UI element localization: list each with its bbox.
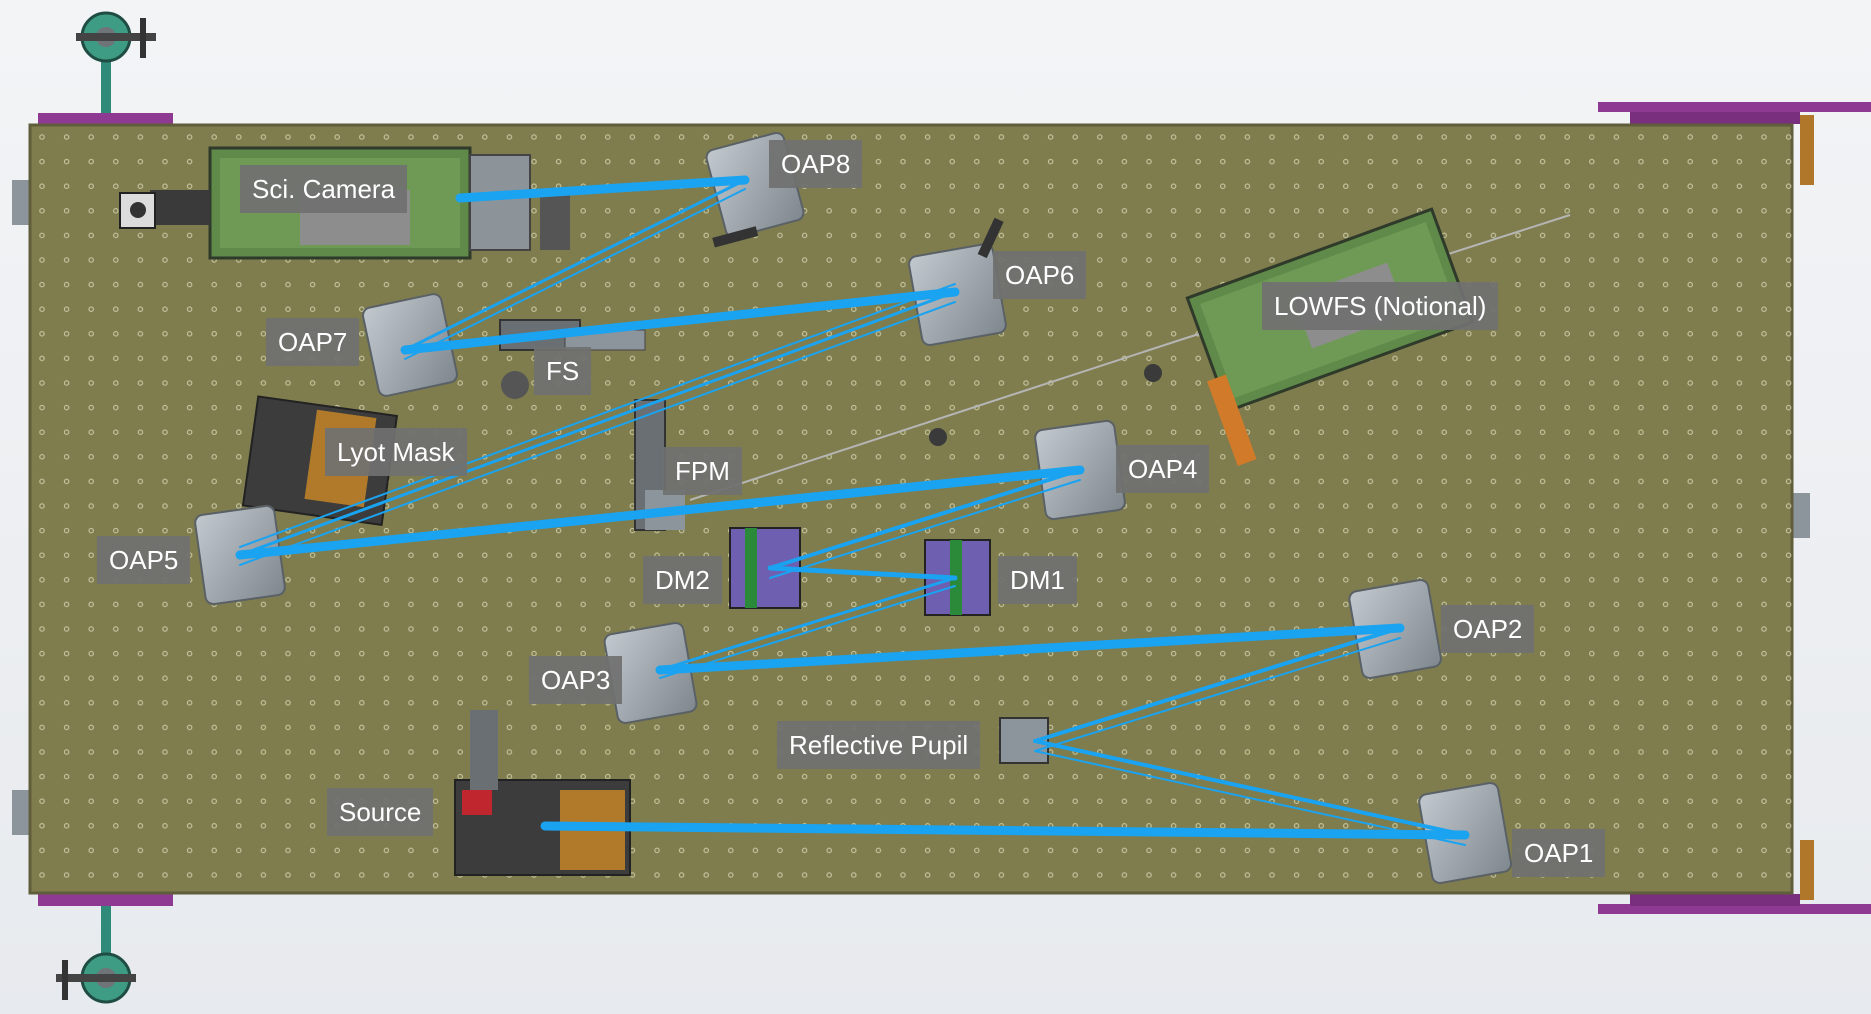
label-oap7: OAP7 <box>266 318 360 366</box>
label-oap2: OAP2 <box>1441 605 1535 653</box>
label-fpm: FPM <box>663 447 742 495</box>
rail-top-left <box>38 113 173 125</box>
rail-top-right <box>1598 102 1871 112</box>
label-oap8: OAP8 <box>769 140 863 188</box>
beam-path <box>235 175 1470 846</box>
post-bottom-left <box>56 895 136 1004</box>
label-oap4: OAP4 <box>1116 445 1210 493</box>
label-dm1: DM1 <box>998 556 1077 604</box>
label-dm2: DM2 <box>643 556 722 604</box>
label-lyot-mask: Lyot Mask <box>325 428 467 476</box>
rail-bottom-right <box>1598 904 1871 914</box>
rail-bottom-left <box>38 894 173 906</box>
clamp-left-top <box>12 180 32 225</box>
label-oap1: OAP1 <box>1512 829 1606 877</box>
clamp-left-bottom <box>12 790 32 835</box>
label-source: Source <box>327 788 434 836</box>
label-fs: FS <box>534 347 592 395</box>
label-oap3: OAP3 <box>529 656 623 704</box>
clamp-right <box>1790 493 1810 538</box>
label-oap5: OAP5 <box>97 536 191 584</box>
label-lowfs: LOWFS (Notional) <box>1262 282 1499 330</box>
label-reflective-pupil: Reflective Pupil <box>777 721 981 769</box>
post-top-left <box>76 11 156 120</box>
label-oap6: OAP6 <box>993 251 1087 299</box>
label-sci-camera: Sci. Camera <box>240 165 408 213</box>
